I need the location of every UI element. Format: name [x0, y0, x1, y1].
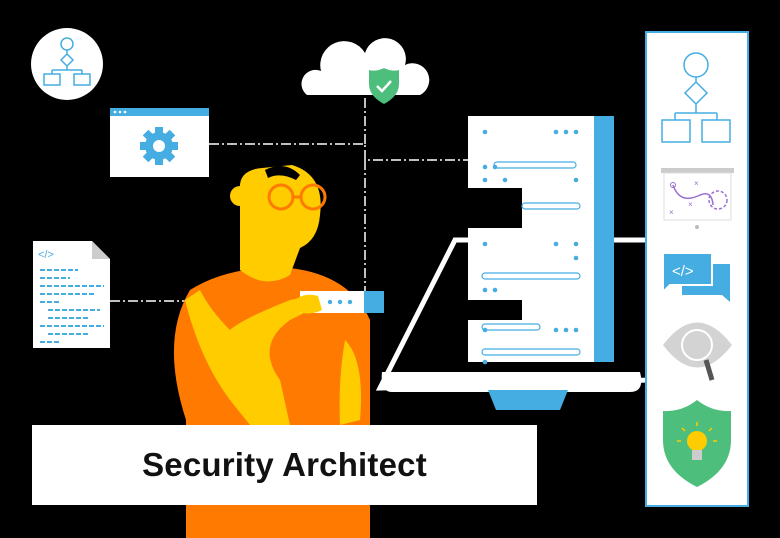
svg-text:×: ×: [669, 208, 674, 217]
title-banner: Security Architect: [32, 425, 537, 505]
skills-panel: × × × </>: [645, 31, 749, 507]
shield-lightbulb-icon: [663, 400, 731, 487]
svg-text:×: ×: [694, 179, 699, 188]
svg-text:</>: </>: [38, 249, 54, 261]
cloud-shield-icon: [301, 38, 430, 104]
svg-text:×: ×: [688, 200, 693, 209]
flowchart-icon: [31, 28, 103, 100]
svg-text:</>: </>: [672, 263, 694, 280]
eye-magnifier-icon: [663, 322, 732, 381]
page-title: Security Architect: [142, 446, 427, 483]
code-document-icon: </>: [33, 241, 110, 348]
server-rack-icon: [468, 116, 614, 365]
flowchart-icon: [661, 52, 731, 143]
gear-window-icon: [110, 108, 209, 177]
strategy-board-icon: × × ×: [661, 168, 734, 229]
code-chat-icon: </>: [662, 252, 730, 302]
